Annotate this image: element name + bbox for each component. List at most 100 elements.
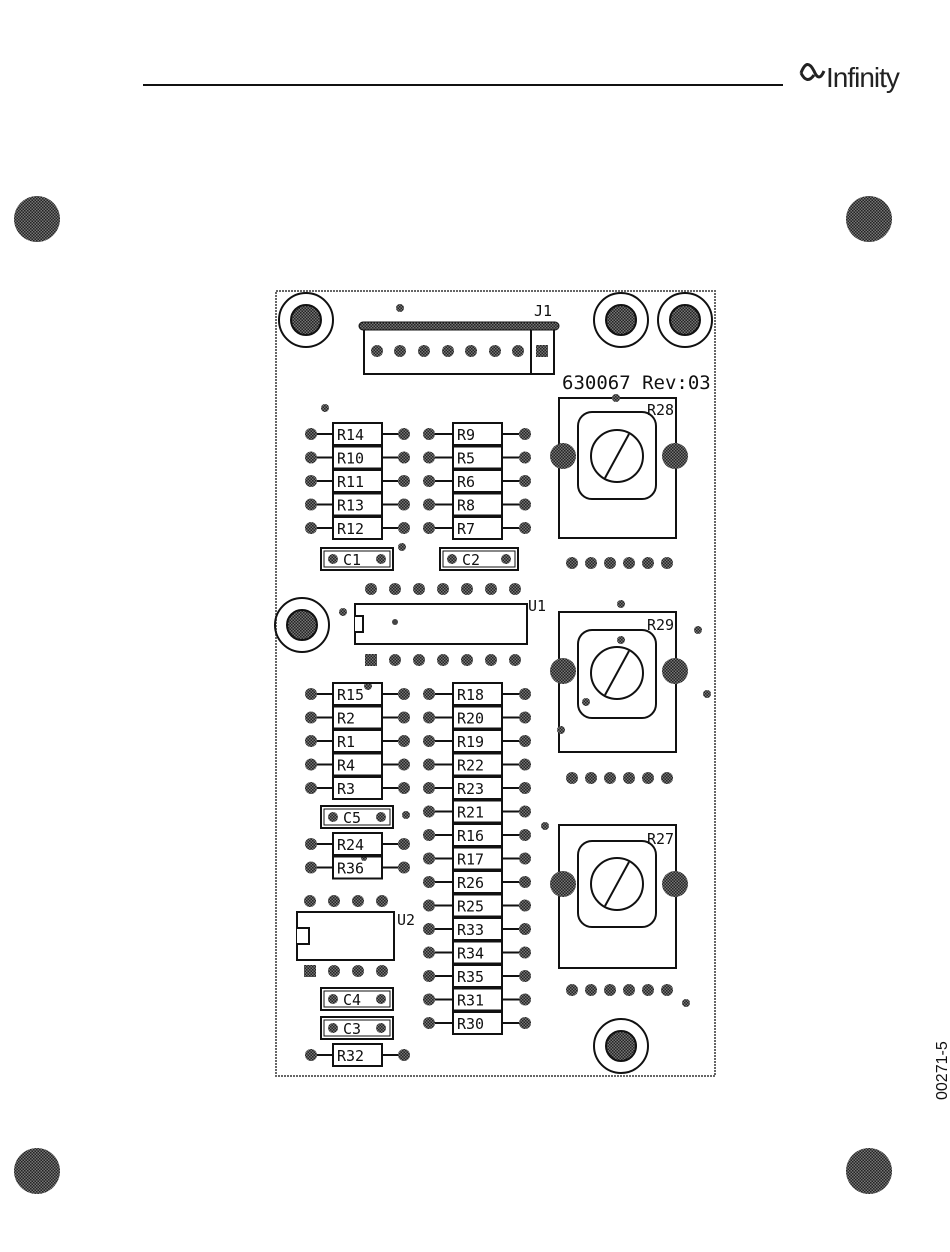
resistor-r12: R12 xyxy=(305,517,410,539)
via xyxy=(617,600,625,608)
mounting-hole xyxy=(594,1019,648,1073)
pot-r28: R28 xyxy=(559,398,676,538)
ic-u2-label: U2 xyxy=(397,911,415,929)
via xyxy=(541,822,549,830)
registration-mark-bottom-right xyxy=(846,1148,892,1194)
resistor-label: R31 xyxy=(457,992,484,1010)
ic-u1-pins-bottom xyxy=(365,654,521,666)
resistor-r33: R33 xyxy=(423,918,531,940)
via xyxy=(339,608,347,616)
resistor-r7: R7 xyxy=(423,517,531,539)
pot-r27-label: R27 xyxy=(647,830,674,848)
resistor-label: R12 xyxy=(337,520,364,538)
via xyxy=(617,636,625,644)
pot-pins-r28 xyxy=(550,443,688,569)
capacitor-c1: C1 xyxy=(321,548,393,570)
resistor-r15: R15 xyxy=(305,683,410,705)
via xyxy=(582,698,590,706)
resistor-label: R11 xyxy=(337,473,364,491)
resistor-r34: R34 xyxy=(423,942,531,964)
resistor-r11: R11 xyxy=(305,470,410,492)
resistor-label: R14 xyxy=(337,426,364,444)
capacitor-label: C4 xyxy=(343,991,361,1009)
board-part-label: 630067 Rev:03 xyxy=(562,372,711,394)
via xyxy=(703,690,711,698)
resistor-label: R7 xyxy=(457,520,475,538)
resistor-label: R15 xyxy=(337,686,364,704)
mounting-hole xyxy=(594,293,648,347)
pot-r29: R29 xyxy=(559,612,676,752)
resistor-label: R4 xyxy=(337,757,355,775)
resistor-r20: R20 xyxy=(423,707,531,729)
resistor-label: R24 xyxy=(337,836,364,854)
resistor-r23: R23 xyxy=(423,777,531,799)
resistor-r22: R22 xyxy=(423,754,531,776)
resistor-r16: R16 xyxy=(423,824,531,846)
mounting-hole xyxy=(279,293,333,347)
resistor-r10: R10 xyxy=(305,447,410,469)
registration-mark-top-right xyxy=(846,196,892,242)
resistor-r1: R1 xyxy=(305,730,410,752)
infinity-logo: Infinity xyxy=(801,62,900,93)
resistor-label: R32 xyxy=(337,1047,364,1065)
resistor-label: R36 xyxy=(337,860,364,878)
resistor-r14: R14 xyxy=(305,423,410,445)
resistor-label: R26 xyxy=(457,874,484,892)
via xyxy=(557,726,565,734)
resistor-r32: R32 xyxy=(305,1044,410,1066)
resistor-r25: R25 xyxy=(423,895,531,917)
connector-j1-label: J1 xyxy=(534,302,552,320)
capacitor-c2: C2 xyxy=(440,548,518,570)
resistor-label: R1 xyxy=(337,733,355,751)
resistor-label: R18 xyxy=(457,686,484,704)
capacitor-c4: C4 xyxy=(321,988,393,1010)
document-reference: 00271-5 xyxy=(934,1041,950,1100)
resistor-r17: R17 xyxy=(423,848,531,870)
via xyxy=(612,394,620,402)
ic-u1-pins-top xyxy=(365,583,521,595)
capacitor-label: C3 xyxy=(343,1020,361,1038)
connector-j1: J1 xyxy=(359,302,559,374)
capacitor-c3: C3 xyxy=(321,1017,393,1039)
resistor-r36: R36 xyxy=(305,857,410,879)
resistor-r30: R30 xyxy=(423,1012,531,1034)
pot-pins-r27 xyxy=(550,871,688,996)
resistor-label: R5 xyxy=(457,450,475,468)
resistor-label: R30 xyxy=(457,1015,484,1033)
resistor-label: R6 xyxy=(457,473,475,491)
resistor-r3: R3 xyxy=(305,777,410,799)
resistor-label: R20 xyxy=(457,710,484,728)
capacitor-c5: C5 xyxy=(321,806,393,828)
brand-name: Infinity xyxy=(826,62,900,93)
resistor-label: R23 xyxy=(457,780,484,798)
resistor-label: R13 xyxy=(337,497,364,515)
resistor-r21: R21 xyxy=(423,801,531,823)
resistor-r35: R35 xyxy=(423,965,531,987)
resistor-r31: R31 xyxy=(423,989,531,1011)
resistor-label: R3 xyxy=(337,780,355,798)
via xyxy=(682,999,690,1007)
resistor-label: R25 xyxy=(457,898,484,916)
resistor-label: R8 xyxy=(457,497,475,515)
resistor-label: R33 xyxy=(457,921,484,939)
pot-r29-label: R29 xyxy=(647,616,674,634)
resistor-r24: R24 xyxy=(305,833,410,855)
resistor-r2: R2 xyxy=(305,707,410,729)
resistor-r26: R26 xyxy=(423,871,531,893)
ic-u1: U1 xyxy=(355,597,546,644)
resistor-label: R16 xyxy=(457,827,484,845)
via xyxy=(398,543,406,551)
mounting-hole xyxy=(275,598,329,652)
resistor-r18: R18 xyxy=(423,683,531,705)
ic-u1-label: U1 xyxy=(528,597,546,615)
mounting-hole xyxy=(658,293,712,347)
ic-u2-pins-bottom xyxy=(304,965,388,977)
component-layer: R14R10R11R13R12R9R5R6R8R7R15R2R1R4R3R24R… xyxy=(304,423,688,1066)
capacitor-label: C5 xyxy=(343,809,361,827)
pot-r28-label: R28 xyxy=(647,401,674,419)
resistor-label: R35 xyxy=(457,968,484,986)
resistor-label: R2 xyxy=(337,710,355,728)
registration-mark-bottom-left xyxy=(14,1148,60,1194)
